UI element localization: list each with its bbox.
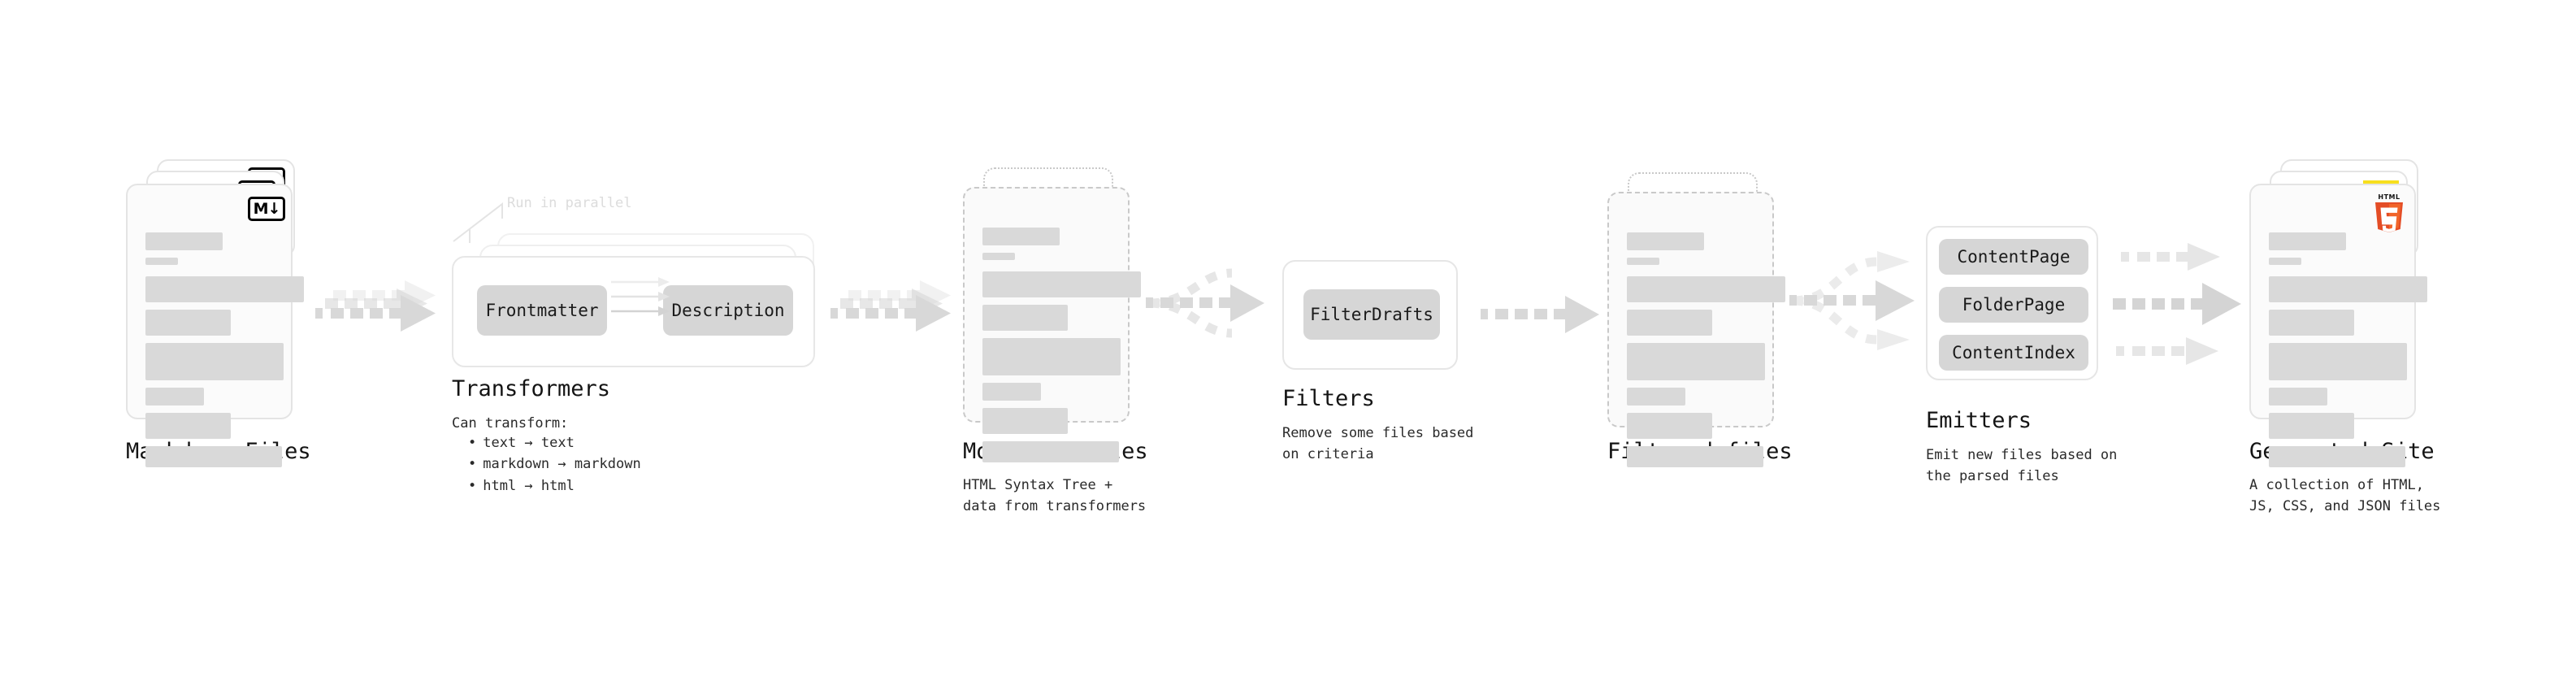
transformers-bullets: text → text markdown → markdown html → h…: [452, 432, 641, 497]
dashed-arrow-icon-3: [1477, 286, 1599, 350]
svg-text:HTML: HTML: [2378, 193, 2400, 201]
generated-site-subtitle: A collection of HTML, JS, CSS, and JSON …: [2249, 477, 2441, 515]
modified-card-lines: [982, 228, 1141, 470]
filters-subtitle: Remove some files based on criteria: [1282, 425, 1474, 463]
modified-files-subtitle: HTML Syntax Tree + data from transformer…: [963, 477, 1147, 515]
emitter-chip-folderpage[interactable]: FolderPage: [1939, 287, 2088, 323]
emitter-chip-contentpage[interactable]: ContentPage: [1939, 239, 2088, 275]
modified-file-stack: [963, 167, 1150, 462]
doc-skeleton-line: [982, 228, 1060, 245]
filters-box: FilterDrafts: [1282, 260, 1458, 370]
doc-skeleton-line: [2269, 310, 2354, 336]
filtered-card-front: [1607, 192, 1785, 467]
doc-skeleton-line: [982, 271, 1141, 297]
transformer-internal-arrows-icon: [611, 277, 670, 316]
doc-skeleton-line: [1627, 343, 1765, 380]
doc-skeleton-line: [145, 310, 231, 336]
doc-skeleton-line: [145, 232, 223, 250]
doc-skeleton-line: [1627, 446, 1763, 467]
markdown-card-front: [126, 184, 304, 467]
doc-skeleton-line: [145, 446, 282, 467]
label-filters: Filters: [1282, 386, 1375, 411]
doc-skeleton-line: [145, 343, 284, 380]
label-transformers: Transformers: [452, 376, 611, 401]
doc-skeleton-line: [2269, 343, 2407, 380]
emitter-chip-contentindex[interactable]: ContentIndex: [1939, 335, 2088, 371]
doc-skeleton-line: [982, 408, 1068, 434]
markdown-file-stack: M↓ M↓ M↓: [126, 159, 313, 467]
doc-skeleton-line: [2269, 446, 2405, 467]
doc-skeleton-line: [145, 258, 178, 265]
dashed-arrow-icon-1: [315, 264, 437, 345]
markdown-logo-icon: M↓: [248, 197, 285, 221]
doc-skeleton-line: [1627, 258, 1659, 265]
filter-chip-filterdrafts[interactable]: FilterDrafts: [1303, 289, 1440, 340]
doc-skeleton-line: [2269, 413, 2354, 439]
filtered-file-stack: [1607, 172, 1794, 467]
markdown-card-lines: [145, 232, 304, 475]
transformer-chip-frontmatter[interactable]: Frontmatter: [477, 285, 607, 336]
run-in-parallel-label: Run in parallel: [507, 195, 632, 211]
doc-skeleton-line: [1627, 310, 1712, 336]
filtered-card-lines: [1627, 232, 1785, 475]
doc-skeleton-line: [982, 253, 1015, 260]
stage-filtered-files: [1607, 172, 1794, 467]
doc-skeleton-line: [982, 305, 1068, 331]
doc-skeleton-line: [982, 383, 1041, 401]
doc-skeleton-line: [145, 388, 204, 406]
transformers-bullet-1: markdown → markdown: [468, 453, 640, 475]
stage-markdown-files: M↓ M↓ M↓: [126, 159, 313, 467]
transformer-chip-description[interactable]: Description: [663, 285, 793, 336]
doc-skeleton-line: [1627, 276, 1785, 302]
doc-skeleton-line: [2269, 258, 2301, 265]
run-in-parallel-leader-icon: [453, 202, 503, 243]
transformers-bullet-0: text → text: [468, 432, 641, 453]
html5-logo-icon: HTML: [2371, 192, 2407, 232]
emitters-box: ContentPage FolderPage ContentIndex: [1926, 226, 2098, 380]
dashed-arrow-icon-2: [830, 264, 952, 345]
label-emitters: Emitters: [1926, 408, 2032, 433]
stage-modified-files: [963, 167, 1150, 462]
transformers-bullet-2: html → html: [468, 475, 641, 497]
transformers-bullet-list: text → text markdown → markdown html → h…: [452, 432, 641, 497]
generated-file-stack: CSS HTML: [2249, 159, 2436, 467]
doc-skeleton-line: [1627, 413, 1712, 439]
fan-out-arrow-icon: [1786, 244, 1932, 361]
doc-skeleton-line: [1627, 388, 1685, 406]
fan-in-arrow-icon-1: [1143, 258, 1264, 351]
doc-skeleton-line: [982, 441, 1119, 462]
doc-skeleton-line: [1627, 232, 1704, 250]
doc-skeleton-line: [2269, 232, 2346, 250]
generated-card-lines: [2269, 232, 2427, 475]
doc-skeleton-line: [2269, 388, 2327, 406]
dashed-arrow-icon-4: [2113, 236, 2243, 377]
doc-skeleton-line: [145, 276, 304, 302]
doc-skeleton-line: [145, 413, 231, 439]
doc-skeleton-line: [982, 338, 1121, 375]
stage-generated-site: CSS HTML: [2249, 159, 2436, 467]
doc-skeleton-line: [2269, 276, 2427, 302]
emitters-subtitle: Emit new files based on the parsed files: [1926, 447, 2118, 485]
modified-card-front: [963, 187, 1141, 462]
transformers-subtitle: Can transform:: [452, 415, 569, 432]
